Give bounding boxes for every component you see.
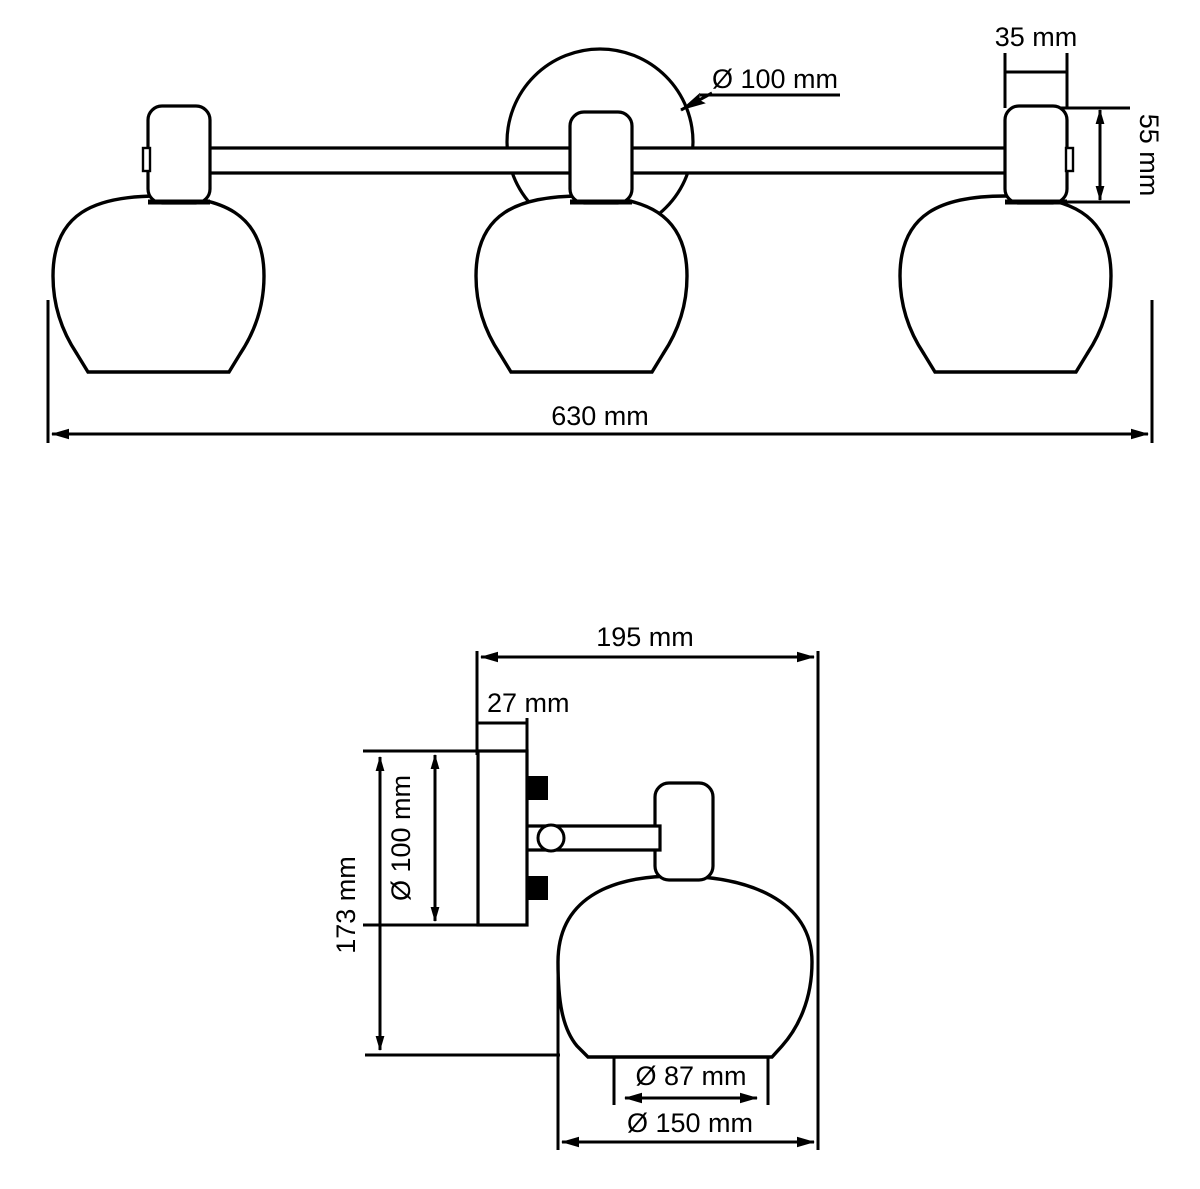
lamp-right <box>898 104 1113 374</box>
dim-backplate-diameter: Ø 100 mm <box>680 64 840 112</box>
dim-label-backplate-diameter: Ø 100 mm <box>712 64 838 94</box>
mount-tab-lower <box>526 876 548 900</box>
dim-overall-height: 173 mm <box>331 756 560 1057</box>
shade-left <box>51 194 266 374</box>
dim-label-wallplate-diameter: Ø 100 mm <box>386 775 416 901</box>
dim-label-socket-width: 35 mm <box>995 22 1078 52</box>
dim-label-shade-diameter: Ø 150 mm <box>627 1108 753 1138</box>
lamp-middle <box>474 110 689 374</box>
dim-shade-opening-diameter: Ø 87 mm <box>612 1058 770 1105</box>
side-view-group: 195 mm 27 mm Ø 100 mm 173 mm <box>331 622 820 1150</box>
dim-wallplate-thickness: 27 mm <box>477 688 570 752</box>
shade-side <box>556 874 814 1059</box>
lamp-left <box>51 104 266 374</box>
dim-label-overall-width: 630 mm <box>551 401 649 431</box>
dim-label-shade-opening-diameter: Ø 87 mm <box>635 1061 746 1091</box>
dim-label-wallplate-thickness: 27 mm <box>487 688 570 718</box>
socket-housing-middle <box>568 110 634 205</box>
dim-shade-diameter: Ø 150 mm <box>556 962 815 1150</box>
dim-socket-height: 55 mm <box>1060 106 1164 204</box>
socket-tab-left <box>141 146 152 173</box>
wall-plate <box>476 749 529 927</box>
dim-label-socket-height: 55 mm <box>1134 114 1164 197</box>
dim-wallplate-diameter: Ø 100 mm <box>363 749 478 927</box>
dim-overall-width: 630 mm <box>46 300 1154 443</box>
shade-right <box>898 194 1113 374</box>
dim-label-overall-height: 173 mm <box>331 856 361 954</box>
socket-housing-left <box>146 104 212 205</box>
dim-socket-width: 35 mm <box>995 22 1078 108</box>
socket-tab-right <box>1064 146 1075 173</box>
shade-middle <box>474 194 689 374</box>
socket-housing-right <box>1003 104 1069 205</box>
socket-housing-side <box>653 781 715 882</box>
front-view-group: Ø 100 mm 35 mm 55 mm 630 mm <box>46 22 1164 443</box>
mount-tab-upper <box>526 776 548 800</box>
dim-label-projection-depth: 195 mm <box>596 622 694 652</box>
dim-projection-depth: 195 mm <box>475 622 820 1150</box>
arm-joint-circle <box>536 823 566 853</box>
